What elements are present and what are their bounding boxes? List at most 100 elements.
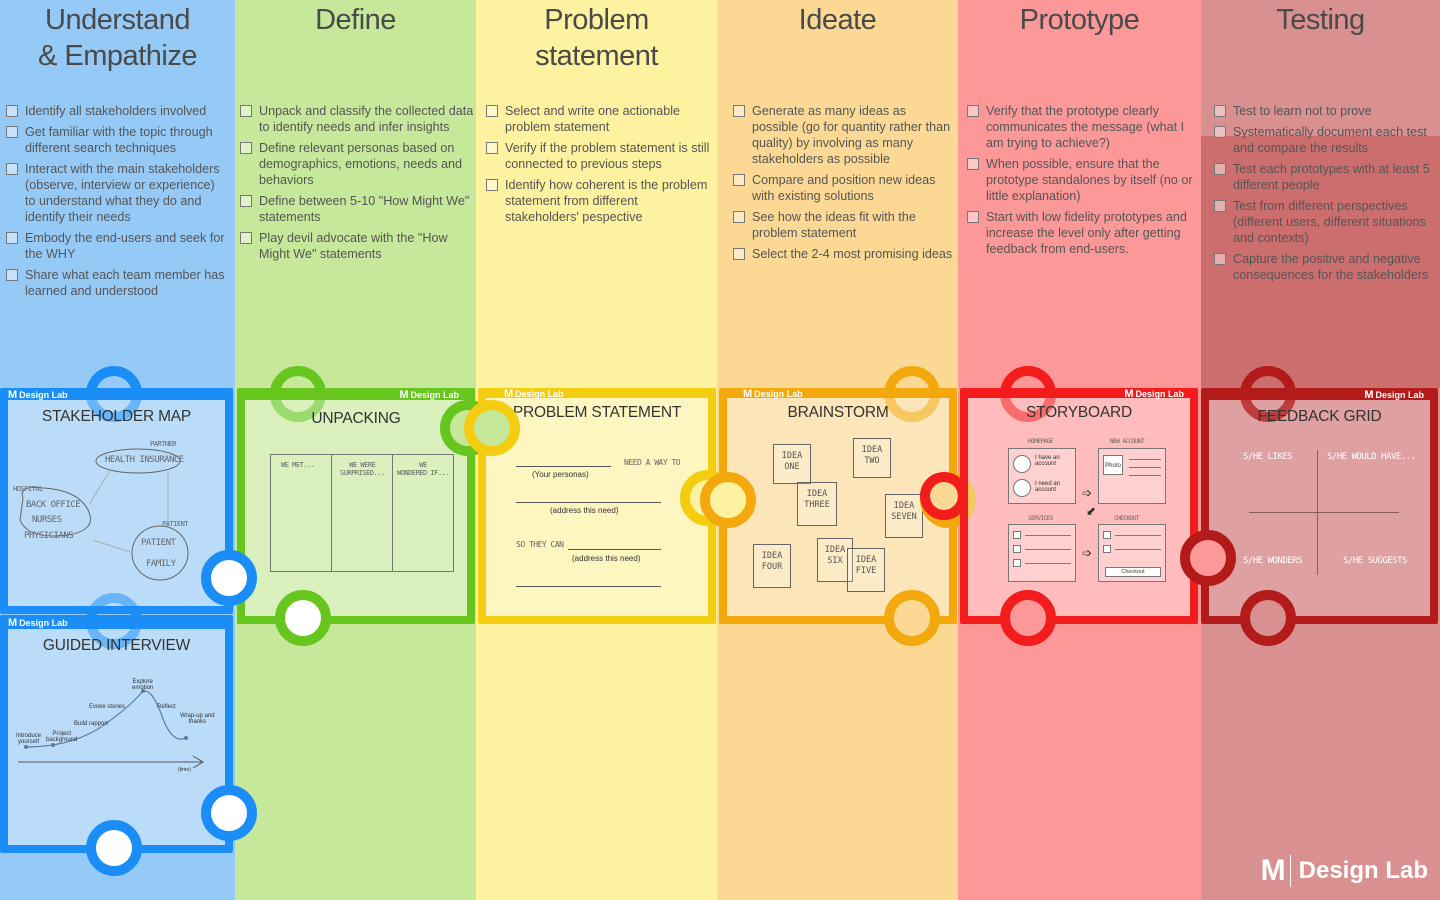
label-time: (time) [178,767,191,773]
checkbox[interactable] [486,105,498,117]
checkbox[interactable] [733,248,745,260]
checkbox[interactable] [240,195,252,207]
checklist-understand: Identify all stakeholders involved Get f… [6,103,228,304]
checkbox[interactable] [6,269,18,281]
checkbox[interactable] [6,232,18,244]
label-homepage: HOMEPAGE [1028,438,1053,445]
label-checkout-header: CHECKOUT [1114,515,1139,522]
logo-icon: M [743,388,752,400]
checklist-item[interactable]: Share what each team member has learned … [6,267,228,299]
checkbox[interactable] [1214,253,1226,265]
unpacking-column: WE WERE SURPRISED... [332,455,393,571]
checklist-item[interactable]: Compare and position new ideas with exis… [733,172,953,204]
checkbox[interactable] [240,232,252,244]
checklist-item[interactable]: Test to learn not to prove [1214,103,1436,119]
idea-note: IDEA FOUR [753,544,791,588]
checklist-item[interactable]: When possible, ensure that the prototype… [967,156,1195,204]
checklist-item[interactable]: Test from different perspectives (differ… [1214,198,1436,246]
label-likes: S/HE LIKES [1243,452,1293,462]
label-partner: PARTNER [150,440,177,448]
checklist-item[interactable]: Test each prototypes with at least 5 dif… [1214,161,1436,193]
checkbox[interactable] [6,126,18,138]
checklist-item[interactable]: Identify how coherent is the problem sta… [486,177,712,225]
puzzle-tab [1180,530,1236,586]
checkbox[interactable] [486,179,498,191]
checkbox[interactable] [1214,126,1226,138]
label-need: NEED A WAY TO [624,458,681,467]
label-introduce: Introduce yourself [16,733,42,745]
card-title: FEEDBACK GRID [1257,408,1382,425]
idea-note: IDEA TWO [853,438,891,478]
label-address-2: (address this need) [572,554,641,563]
checklist-item[interactable]: Embody the end-users and seek for the WH… [6,230,228,262]
unpacking-grid: WE MET... WE WERE SURPRISED... WE WONDER… [270,454,454,572]
puzzle-tab [1240,590,1296,646]
checklist-item[interactable]: Get familiar with the topic through diff… [6,124,228,156]
screen-homepage: I have an account I need an account [1008,448,1076,504]
checklist-item[interactable]: Generate as many ideas as possible (go f… [733,103,953,167]
label-suggests: S/HE SUGGESTS [1343,556,1407,566]
checklist-item[interactable]: See how the ideas fit with the problem s… [733,209,953,241]
label-would: S/HE WOULD HAVE... [1327,452,1416,462]
checklist-item[interactable]: Select and write one actionable problem … [486,103,712,135]
checkbox[interactable] [240,105,252,117]
puzzle-tab [920,472,968,520]
checklist-item[interactable]: Start with low fidelity prototypes and i… [967,209,1195,257]
checklist-item[interactable]: Define relevant personas based on demogr… [240,140,474,188]
checkbox[interactable] [1214,200,1226,212]
card-title: UNPACKING [311,410,401,427]
unpacking-column: WE MET... [271,455,332,571]
checkbox[interactable] [733,105,745,117]
checkbox[interactable] [967,211,979,223]
checklist-item[interactable]: Verify that the prototype clearly commun… [967,103,1195,151]
checkout-button: Checkout [1105,567,1161,577]
checkbox[interactable] [6,163,18,175]
checklist-item[interactable]: Unpack and classify the collected data t… [240,103,474,135]
checklist-item[interactable]: Define between 5-10 "How Might We" state… [240,193,474,225]
label-so: SO THEY CAN [516,540,564,549]
checkbox[interactable] [240,142,252,154]
checkbox[interactable] [1214,163,1226,175]
checkbox[interactable] [733,211,745,223]
title-ideate: Ideate [798,4,877,36]
checklist-item[interactable]: Verify if the problem statement is still… [486,140,712,172]
checkbox[interactable] [733,174,745,186]
label-address-1: (address this need) [550,506,619,515]
idea-note: IDEA ONE [773,444,811,484]
label-explore: Explore emotion [132,679,154,691]
checklist-item[interactable]: Capture the positive and negative conseq… [1214,251,1436,283]
idea-note: IDEA FIVE [847,548,885,592]
checkbox-icon [1013,531,1021,539]
checklist-item[interactable]: Interact with the main stakeholders (obs… [6,161,228,225]
photo-box: Photo [1103,455,1123,475]
checkbox[interactable] [967,158,979,170]
option-circle [1013,479,1031,497]
checklist-item[interactable]: Select the 2-4 most promising ideas [733,246,953,262]
option-circle [1013,455,1031,473]
puzzle-tab [464,400,520,456]
logo-icon: M [1364,389,1373,401]
label-patient-small: PATIENT [162,520,189,528]
checklist-item[interactable]: Identify all stakeholders involved [6,103,228,119]
checklist-item[interactable]: Play devil advocate with the "How Might … [240,230,474,262]
unpacking-column: WE WONDERED IF... [397,461,450,477]
footer-logo: M Design Lab [1261,854,1428,888]
checkbox[interactable] [967,105,979,117]
arrow-right-icon: ➩ [1082,546,1093,560]
arrow-right-icon: ➩ [1082,486,1093,500]
checkbox[interactable] [1214,105,1226,117]
checkbox[interactable] [6,105,18,117]
checkbox[interactable] [486,142,498,154]
checklist-item[interactable]: Systematically document each test and co… [1214,124,1436,156]
